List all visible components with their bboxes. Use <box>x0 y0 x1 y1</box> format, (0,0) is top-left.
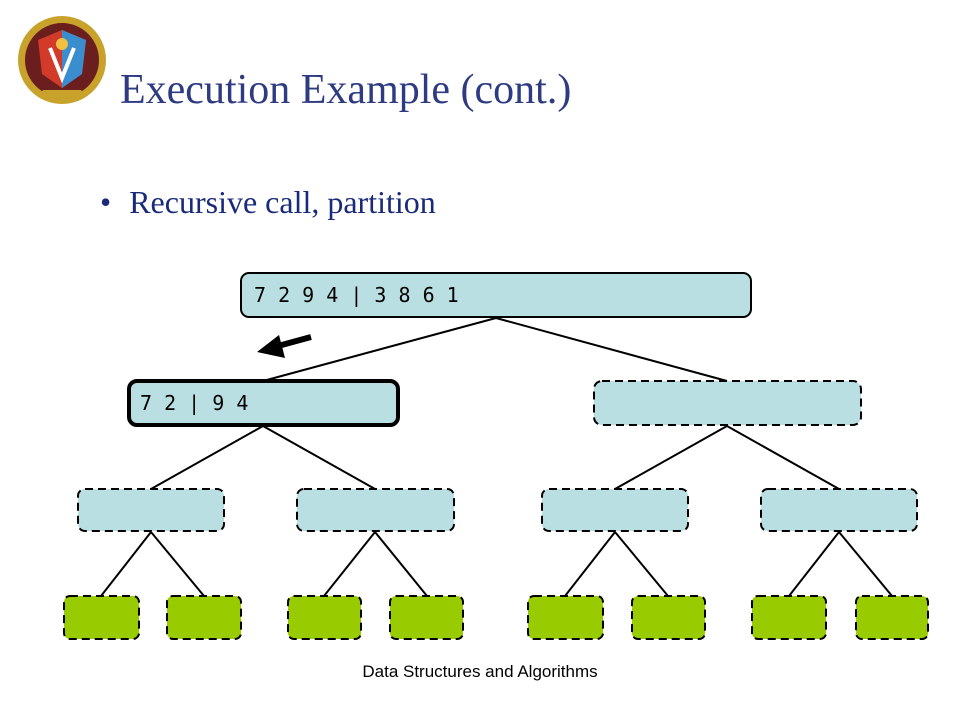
tree-node-root <box>240 272 752 318</box>
tree-node-level2 <box>760 488 918 532</box>
tree-node-level2 <box>296 488 455 532</box>
tree-leaf <box>166 595 242 640</box>
left-arrow-indicator <box>257 334 312 358</box>
tree-edges <box>100 317 893 597</box>
tree-node-level2 <box>541 488 689 532</box>
tree-leaf <box>751 595 827 640</box>
tree-node-level1-left <box>127 379 400 427</box>
bullet-dot-icon: • <box>100 184 112 220</box>
tree-leaf <box>287 595 362 640</box>
tree-leaf <box>63 595 140 640</box>
slide-title: Execution Example (cont.) <box>120 67 572 113</box>
bullet-text: Recursive call, partition <box>129 184 436 220</box>
tree-leaf <box>855 595 929 640</box>
institute-logo <box>18 16 106 104</box>
tree-node-root-label: 7 2 9 4 | 3 8 6 1 <box>254 283 459 307</box>
tree-leaf <box>389 595 464 640</box>
tree-leaf <box>527 595 604 640</box>
slide-footer: Data Structures and Algorithms <box>362 662 598 681</box>
tree-node-level1-right <box>593 380 862 426</box>
tree-node-level2 <box>77 488 225 532</box>
tree-node-level1-left-label: 7 2 | 9 4 <box>140 391 248 415</box>
tree-leaf <box>631 595 706 640</box>
bullet-point: • Recursive call, partition <box>100 184 436 221</box>
